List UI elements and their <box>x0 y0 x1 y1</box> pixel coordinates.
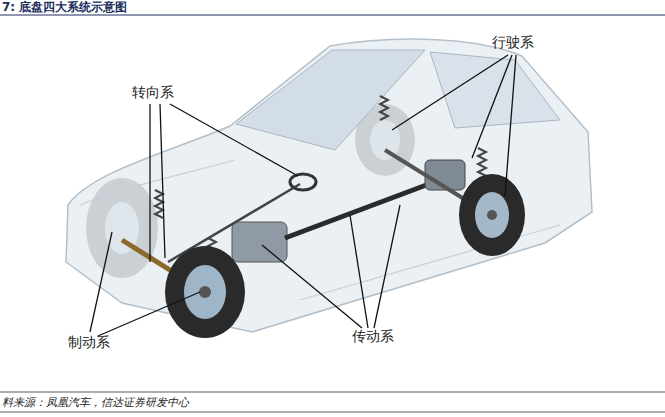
system-label: 转向系 <box>132 84 174 102</box>
gearbox <box>232 222 287 262</box>
leader-lines <box>90 55 516 336</box>
car-body <box>66 39 592 332</box>
figure-title: 7: 底盘四大系统示意图 <box>2 0 127 16</box>
windshield <box>236 50 425 150</box>
suspension-struts <box>155 96 486 258</box>
front-left-wheel <box>165 246 245 338</box>
caption-rule <box>0 412 665 413</box>
system-label: 行驶系 <box>492 34 534 52</box>
title-rule <box>0 15 665 16</box>
steering-column <box>168 184 300 262</box>
system-label: 传动系 <box>352 328 394 346</box>
caption-rule <box>0 392 665 393</box>
system-label: 制动系 <box>68 334 110 352</box>
sill-line <box>300 225 560 300</box>
source-caption: 料来源：凤凰汽车，信达证券研发中心 <box>2 395 189 410</box>
rear-left-wheel <box>459 174 525 256</box>
drive-shaft <box>285 178 445 238</box>
steering-wheel <box>290 174 316 190</box>
